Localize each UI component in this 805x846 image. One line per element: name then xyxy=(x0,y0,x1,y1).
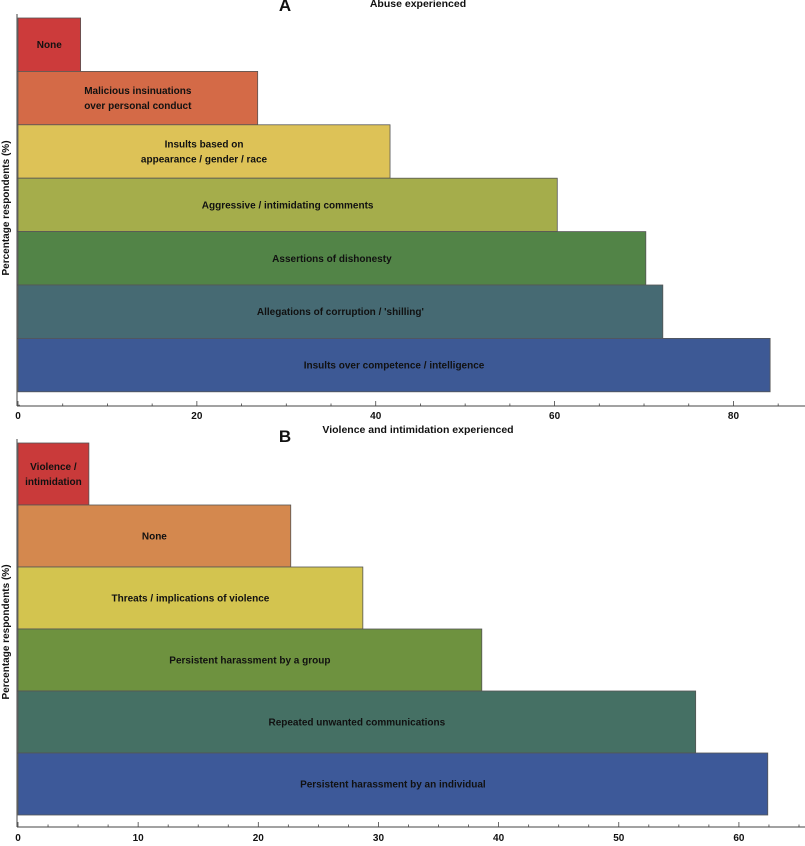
panel-letter: A xyxy=(279,0,291,15)
x-tick-label: 60 xyxy=(733,833,745,844)
x-tick-label: 40 xyxy=(370,411,382,422)
x-tick-label: 0 xyxy=(15,411,21,422)
x-tick-label: 40 xyxy=(493,833,505,844)
bar xyxy=(17,566,364,630)
bar xyxy=(17,337,771,393)
x-tick-label: 20 xyxy=(191,411,203,422)
bar-label: Threats / implications of violence xyxy=(112,594,270,605)
panel-b: B Violence and intimidation experiencedPe… xyxy=(1,424,805,844)
bar-label: Violence /intimidation xyxy=(25,462,82,488)
x-tick-label: 60 xyxy=(549,411,561,422)
bar xyxy=(17,177,558,232)
x-tick-label: 50 xyxy=(613,833,625,844)
bar xyxy=(17,442,90,506)
chart-title: Abuse experienced xyxy=(370,0,466,10)
bar-label: None xyxy=(142,532,167,543)
bar-label: Persistent harassment by an individual xyxy=(300,780,486,791)
bar xyxy=(17,752,769,816)
bar xyxy=(17,284,664,339)
bar-label: Persistent harassment by a group xyxy=(169,656,330,667)
bar xyxy=(17,504,292,568)
chart-title: Violence and intimidation experienced xyxy=(322,424,513,436)
bar xyxy=(17,628,483,692)
bar-label: Aggressive / intimidating comments xyxy=(202,200,374,211)
x-tick-label: 10 xyxy=(133,833,145,844)
bar xyxy=(17,690,697,754)
bar-label: Repeated unwanted communications xyxy=(268,718,445,729)
bar-label: Allegations of corruption / 'shilling' xyxy=(257,307,424,318)
bar-label: None xyxy=(37,40,62,51)
x-tick-label: 0 xyxy=(15,833,21,844)
panel-letter: B xyxy=(279,427,291,446)
x-tick-label: 80 xyxy=(728,411,740,422)
bar-label: Insults over competence / intelligence xyxy=(304,361,485,372)
y-axis-label: Percentage respondents (%) xyxy=(1,564,12,699)
x-tick-label: 20 xyxy=(253,833,265,844)
y-axis-label: Percentage respondents (%) xyxy=(1,140,12,275)
bar-label: Assertions of dishonesty xyxy=(272,254,392,265)
bar xyxy=(17,124,391,179)
x-tick-label: 30 xyxy=(373,833,385,844)
bar xyxy=(17,71,259,126)
